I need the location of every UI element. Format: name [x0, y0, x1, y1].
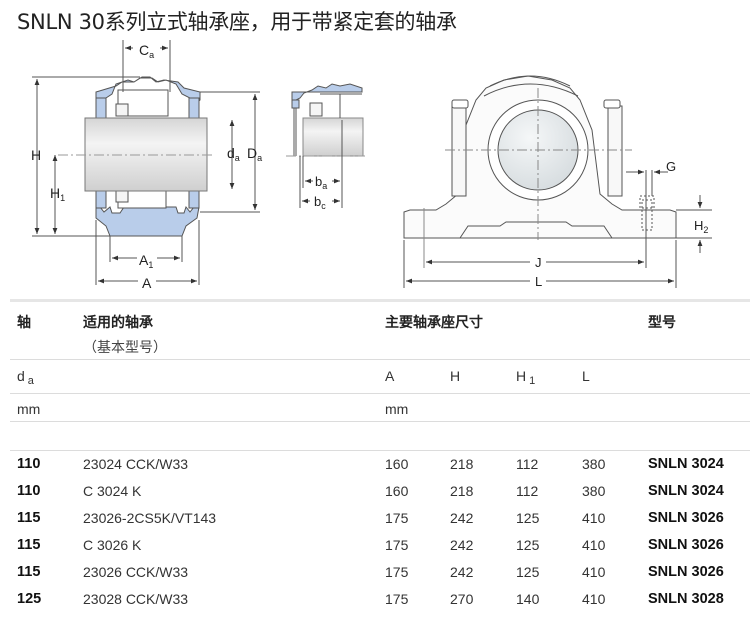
table-row: 110 C 3024 K 160 218 112 380 SNLN 3024	[0, 483, 750, 510]
cell-designation: SNLN 3026	[648, 564, 724, 580]
cell-bearing: 23024 CCK/W33	[83, 456, 189, 472]
technical-drawing: Ca H H1 da Da A1 A ba bc	[31, 40, 712, 291]
cell-L: 410	[582, 564, 606, 580]
symbol-H1-sub: 1	[529, 375, 536, 387]
cell-A: 160	[385, 456, 409, 472]
cell-bearing: 23028 CCK/W33	[83, 591, 189, 607]
cell-L: 380	[582, 483, 606, 499]
label-L: L	[535, 274, 542, 289]
divider	[10, 450, 750, 451]
cell-H1: 125	[516, 564, 540, 580]
label-J: J	[535, 255, 542, 270]
cell-L: 410	[582, 591, 606, 607]
cell-A: 175	[385, 591, 409, 607]
symbol-da-sub: a	[27, 375, 34, 387]
table-top-border	[10, 299, 750, 302]
cell-H1: 112	[516, 456, 539, 472]
detail-view	[286, 83, 365, 208]
cell-bearing: C 3024 K	[83, 483, 142, 499]
label-bc: bc	[314, 194, 326, 211]
cell-bearing: 23026-2CS5K/VT143	[83, 510, 217, 526]
cell-da: 110	[17, 456, 41, 472]
divider	[10, 359, 750, 360]
cell-H1: 112	[516, 483, 539, 499]
housing-base	[95, 204, 200, 237]
symbol-H: H	[450, 368, 461, 384]
table-row: 125 23028 CCK/W33 175 270 140 410 SNLN 3028	[0, 591, 750, 618]
cell-A: 160	[385, 483, 409, 499]
label-G: G	[666, 159, 676, 174]
cell-designation: SNLN 3028	[648, 591, 724, 607]
cell-H1: 125	[516, 537, 540, 553]
symbol-H1-main: H	[516, 368, 527, 384]
cell-designation: SNLN 3024	[648, 456, 724, 472]
unit-dimensions: mm	[385, 401, 409, 417]
label-A: A	[142, 275, 152, 291]
cell-H: 218	[450, 483, 474, 499]
cell-bearing: 23026 CCK/W33	[83, 564, 189, 580]
symbol-L: L	[582, 368, 590, 384]
header-bearing-sub: （基本型号）	[83, 340, 167, 356]
cell-A: 175	[385, 564, 409, 580]
cell-designation: SNLN 3026	[648, 510, 724, 526]
table-row: 115 C 3026 K 175 242 125 410 SNLN 3026	[0, 537, 750, 564]
label-H1: H1	[50, 185, 65, 203]
divider	[10, 421, 750, 422]
table-row: 115 23026 CCK/W33 175 242 125 410 SNLN 3026	[0, 564, 750, 591]
table-row: 110 23024 CCK/W33 160 218 112 380 SNLN 3024	[0, 456, 750, 483]
cell-H: 242	[450, 564, 474, 580]
header-dimensions: 主要轴承座尺寸	[385, 315, 483, 331]
cell-H: 242	[450, 510, 474, 526]
cell-H: 218	[450, 456, 474, 472]
cell-H: 270	[450, 591, 474, 607]
divider	[10, 393, 750, 394]
section-view	[32, 40, 260, 285]
label-A1: A1	[139, 252, 153, 270]
cell-H1: 140	[516, 591, 540, 607]
cell-L: 410	[582, 537, 606, 553]
header-shaft: 轴	[17, 315, 31, 331]
symbol-A: A	[385, 368, 395, 384]
cell-designation: SNLN 3024	[648, 483, 724, 499]
label-H: H	[31, 147, 41, 163]
cell-da: 125	[17, 591, 42, 607]
header-designation: 型号	[648, 315, 676, 331]
symbol-da-main: d	[17, 368, 25, 384]
cell-bearing: C 3026 K	[83, 537, 142, 553]
cell-da: 115	[17, 537, 41, 553]
page-title: SNLN 30系列立式轴承座，用于带紧定套的轴承	[17, 10, 457, 34]
cell-A: 175	[385, 537, 409, 553]
label-da: da	[227, 145, 240, 163]
front-view	[403, 75, 712, 288]
cell-da: 115	[17, 564, 41, 580]
cell-L: 380	[582, 456, 606, 472]
header-bearing: 适用的轴承	[83, 315, 153, 331]
label-H2: H2	[694, 218, 708, 235]
cell-designation: SNLN 3026	[648, 537, 724, 553]
cell-da: 110	[17, 483, 41, 499]
label-Da: Da	[247, 145, 262, 163]
cell-A: 175	[385, 510, 409, 526]
cell-da: 115	[17, 510, 41, 526]
cell-H1: 125	[516, 510, 540, 526]
cell-L: 410	[582, 510, 606, 526]
unit-shaft: mm	[17, 401, 41, 417]
label-ba: ba	[315, 174, 327, 191]
table-row: 115 23026-2CS5K/VT143 175 242 125 410 SNLN 302…	[0, 510, 750, 537]
cell-H: 242	[450, 537, 474, 553]
label-Ca: Ca	[139, 42, 154, 60]
